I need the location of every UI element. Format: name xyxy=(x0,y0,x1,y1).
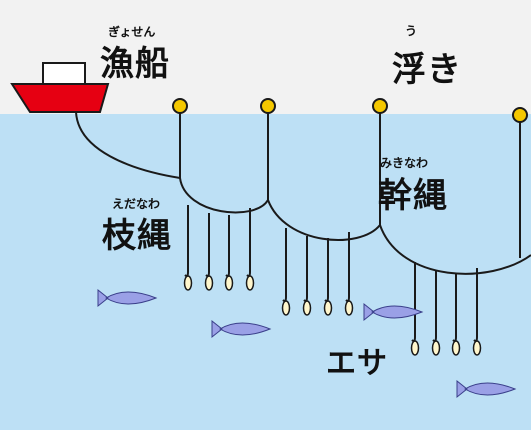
float-lines xyxy=(179,108,521,258)
fish xyxy=(97,288,158,308)
float-3 xyxy=(372,98,388,114)
gyosen-ruby: ぎょせん xyxy=(108,25,156,39)
bait xyxy=(410,340,420,356)
fish xyxy=(456,379,517,399)
float-4 xyxy=(512,107,528,123)
bait xyxy=(344,300,354,316)
sea xyxy=(0,114,531,430)
mikinawa-label: 幹縄 xyxy=(378,176,448,216)
fishes xyxy=(97,288,517,399)
fish xyxy=(211,319,272,339)
bait xyxy=(431,340,441,356)
fish xyxy=(363,302,424,322)
bait xyxy=(451,340,461,356)
bait xyxy=(281,300,291,316)
uki-label: 浮き xyxy=(392,50,462,90)
gyosen-label: 漁船 xyxy=(100,44,170,84)
bait xyxy=(245,275,255,291)
boat-cabin xyxy=(42,62,86,86)
edanawa-label: 枝縄 xyxy=(102,216,172,256)
bait xyxy=(323,300,333,316)
mikinawa-ruby: みきなわ xyxy=(380,156,429,170)
float-1 xyxy=(172,98,188,114)
uki-ruby: う xyxy=(405,24,418,38)
baits xyxy=(183,275,482,356)
esa-label: エサ xyxy=(326,346,388,381)
bait xyxy=(302,300,312,316)
floats xyxy=(172,98,528,123)
bait xyxy=(183,275,193,291)
edanawa-ruby: えだなわ xyxy=(112,197,161,211)
fishing-boat xyxy=(10,62,110,113)
float-2 xyxy=(260,98,276,114)
bait xyxy=(204,275,214,291)
main-line xyxy=(75,111,531,275)
bait xyxy=(224,275,234,291)
boat-hull xyxy=(10,83,110,113)
bait xyxy=(472,340,482,356)
